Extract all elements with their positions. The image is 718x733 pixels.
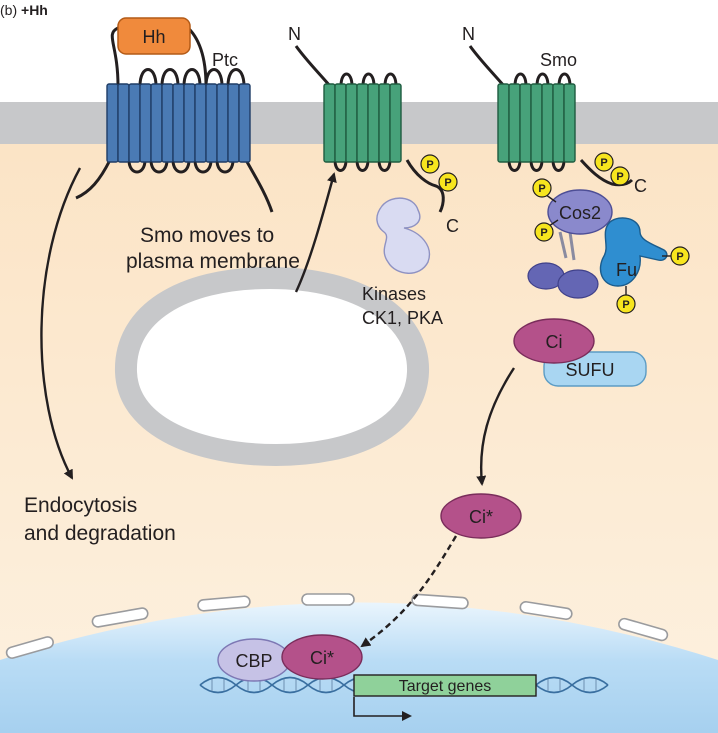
smo-moves-label: Smo moves to (140, 224, 274, 247)
svg-text:CBP: CBP (235, 651, 272, 671)
kinase-complex (376, 197, 431, 274)
svg-text:Cos2: Cos2 (559, 203, 601, 223)
ptc-label: Ptc (212, 50, 238, 70)
svg-text:P: P (540, 227, 547, 239)
smo-n-terminus-label: N (288, 24, 301, 44)
smo-receptor-middle: N C P P (288, 24, 459, 236)
ci-protein (513, 318, 595, 364)
ci-activation-arrow (476, 367, 516, 486)
svg-text:SUFU: SUFU (566, 360, 615, 380)
cos2-fu-complex: Cos2 Fu (527, 189, 674, 299)
svg-text:P: P (616, 171, 623, 183)
target-genes-region: Target genes (353, 674, 537, 697)
smo-moves-label-2: plasma membrane (126, 250, 300, 273)
svg-text:P: P (444, 177, 451, 189)
smo-receptor-right (468, 45, 634, 187)
kinases-label: Kinases (362, 284, 426, 304)
dna-helix (199, 676, 609, 694)
phosphate-group: P (594, 152, 614, 172)
ci-active-cytoplasmic: Ci* (440, 493, 522, 539)
svg-text:P: P (676, 251, 683, 263)
nuclear-envelope (5, 593, 669, 659)
svg-text:Ci*: Ci* (310, 648, 334, 668)
smo-label: Smo (540, 50, 577, 70)
phosphate-group: P (534, 222, 554, 242)
phosphate-group: P (438, 172, 458, 192)
svg-text:P: P (600, 157, 607, 169)
fu-protein (599, 217, 668, 287)
phosphate-group: P (532, 178, 552, 198)
nucleus (0, 602, 718, 733)
ci-nuclear-import-arrow (360, 535, 458, 648)
panel-label: (b) +Hh (0, 2, 48, 18)
svg-text:Fu: Fu (616, 260, 637, 280)
transcription-start-arrow (353, 697, 412, 721)
endosome (115, 266, 429, 467)
phosphate-group: P (610, 166, 630, 186)
phosphate-group: P (420, 154, 440, 174)
ci-sufu-complex: SUFU Ci (513, 318, 647, 387)
svg-text:Target genes: Target genes (399, 678, 492, 695)
smo-right-n-terminus-label: N (462, 24, 475, 44)
smo-transport-arrow (294, 172, 337, 293)
cbp-protein: CBP (217, 638, 291, 682)
endocytosis-label: Endocytosis (24, 494, 137, 517)
endocytosis-arrow (40, 167, 82, 480)
kinases-names-label: CK1, PKA (362, 308, 443, 328)
svg-text:Ci*: Ci* (469, 507, 493, 527)
phosphate-group: P (616, 294, 636, 314)
svg-text:P: P (538, 183, 545, 195)
ci-active-nuclear: Ci* (281, 634, 363, 680)
endocytosis-label-2: and degradation (24, 522, 176, 545)
svg-text:Ci: Ci (546, 332, 563, 352)
ptc-receptor (75, 22, 274, 213)
svg-text:P: P (426, 159, 433, 171)
svg-text:Hh: Hh (142, 27, 165, 47)
cos2-protein (547, 189, 613, 235)
hh-ligand: Hh (117, 17, 191, 55)
phosphate-group: P (670, 246, 690, 266)
smo-right-c-terminus-label: C (634, 176, 647, 196)
smo-c-terminus-label: C (446, 216, 459, 236)
svg-text:P: P (622, 299, 629, 311)
